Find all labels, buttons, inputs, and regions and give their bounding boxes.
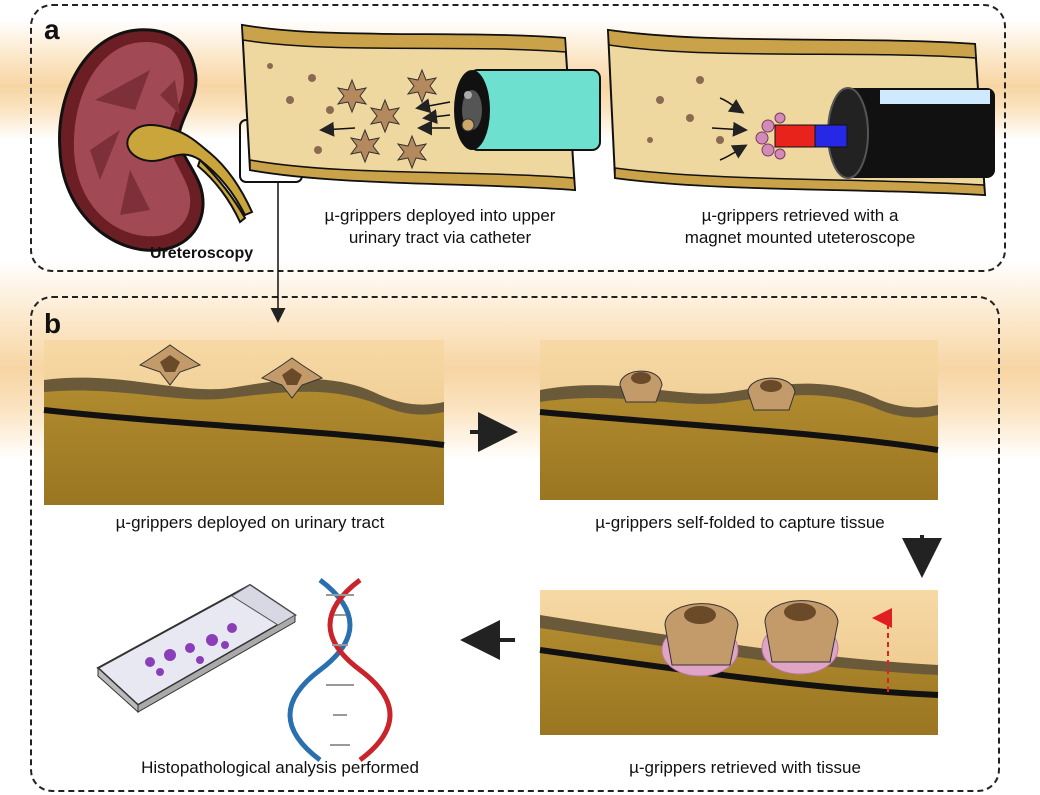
caption-step3: µ-grippers retrieved with tissue: [629, 758, 861, 777]
caption-step4: Histopathological analysis performed: [141, 758, 419, 777]
panel-b-letter: b: [44, 308, 62, 339]
urinary-tract-deploy: [240, 23, 601, 192]
histology-slide: [96, 583, 297, 714]
scene-retrieved: [539, 590, 939, 735]
scene-folded: [539, 340, 939, 500]
caption-step2: µ-grippers self-folded to capture tissue: [595, 513, 885, 532]
kidney-illustration: [58, 28, 254, 252]
dna-helix: [287, 578, 393, 762]
caption-deploy: µ-grippers deployed into upper urinary t…: [290, 205, 590, 249]
caption-deploy-line2: urinary tract via catheter: [348, 228, 532, 247]
caption-retrieve-line1: µ-grippers retrieved with a: [701, 206, 899, 225]
kidney-label: Ureteroscopy: [150, 245, 254, 262]
caption-step1: µ-grippers deployed on urinary tract: [115, 513, 385, 532]
caption-deploy-line1: µ-grippers deployed into upper: [324, 206, 556, 225]
panel-b-frame: [30, 296, 1000, 792]
caption-retrieve-line2: magnet mounted uteteroscope: [684, 228, 916, 247]
scene-deployed: [43, 340, 445, 505]
panel-a-frame: [30, 4, 1006, 272]
flow-arrows: [460, 412, 942, 660]
panel-a-letter: a: [44, 14, 60, 45]
urinary-tract-retrieve: [606, 28, 995, 197]
caption-retrieve: µ-grippers retrieved with a magnet mount…: [660, 205, 940, 249]
